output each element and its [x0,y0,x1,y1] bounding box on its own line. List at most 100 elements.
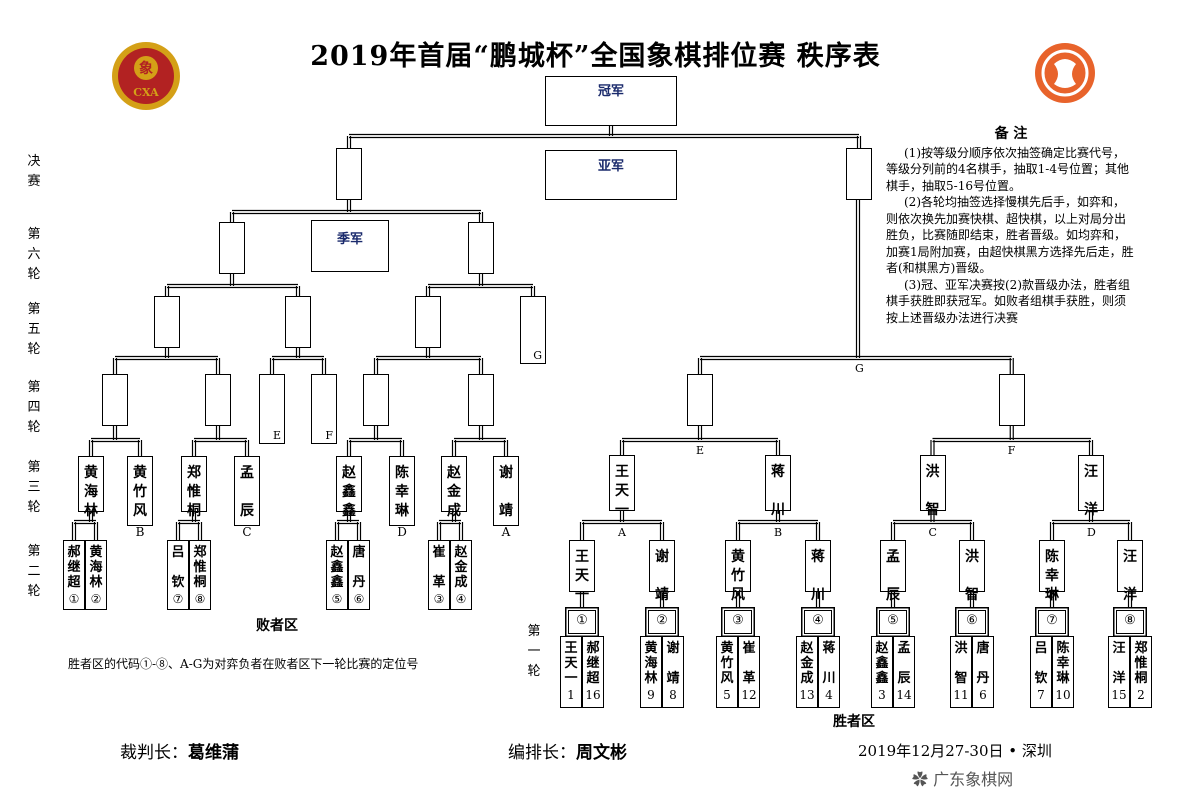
winners-r2-player: 黄竹风 [725,540,751,603]
losers-r5-box [415,296,441,348]
position-code: A [618,526,626,539]
losers-r4-box: E [259,374,285,444]
player-name: 唐丹 [976,641,990,686]
player-name: 谢靖 [666,641,680,686]
position-code: E [272,429,281,442]
winners-r1-player-b: 唐丹 6 [972,636,994,708]
losers-r3-player: 孟辰 C [234,456,260,539]
losers-r4-box [468,374,494,426]
player-name: 孟辰 [240,465,254,519]
player-name: 陈幸琳 [1045,549,1059,603]
losers-r6-box [468,222,494,274]
player-tag: 1 [567,688,575,702]
winners-r2-player: 汪洋 [1117,540,1143,603]
position-code: G [855,362,864,375]
player-name: 谢靖 [499,465,513,519]
player-tag: C [242,525,252,539]
position-code: C [928,526,937,539]
event-date: 2019年12月27-30日 • 深圳 [858,742,1052,760]
referee: 裁判长：葛维蒲 [120,738,239,763]
player-name: 黄竹风 [720,641,734,686]
player-tag: ⑦ [172,592,184,606]
player-name: 吕钦 [1034,641,1048,686]
losers-r6-box [219,222,245,274]
seal-logo [1032,40,1098,106]
winners-r2-player: 谢靖 [649,540,675,603]
player-tag: ⑥ [353,592,365,606]
third-place-label: 季军 [336,232,363,247]
player-tag: 7 [1037,688,1045,702]
winners-r1-seat: ④ [804,610,832,634]
position-code: F [1007,444,1016,457]
player-tag: B [135,525,145,539]
player-tag: 3 [878,688,886,702]
losers-r4-box: F [311,374,337,444]
player-tag: 12 [741,688,757,702]
winners-r3-player: 汪洋 [1078,455,1104,518]
winners-r1-seat: ⑤ [879,610,907,634]
champion-label: 冠军 [597,84,624,99]
final-losers-box [336,148,362,200]
player-name: 赵金成 [454,545,468,590]
player-tag: 8 [669,688,677,702]
third-place-box: 季军 [311,220,389,272]
winners-r3-player: 王天一 [609,455,635,518]
player-name: 孟辰 [886,549,900,603]
player-tag: 6 [979,688,987,702]
player-name: 蒋川 [822,641,836,686]
round1-label: 第一轮 [527,624,541,679]
winners-r3-player: 蒋川 [765,455,791,518]
player-tag: 5 [723,688,731,702]
champion-box: 冠军 [545,76,677,126]
position-code: E [696,444,705,457]
player-tag: D [397,525,407,539]
winners-r2-player: 王天一 [569,540,595,603]
player-name: 蒋川 [771,464,785,518]
player-tag: 13 [799,688,815,702]
player-tag: ③ [433,592,445,606]
player-name: 郑惟桐 [1134,641,1148,686]
losers-r4-box [102,374,128,426]
winners-r2-player: 蒋川 [805,540,831,603]
player-tag: 14 [896,688,912,702]
winners-r1-player-b: 谢靖 8 [662,636,684,708]
losers-r5-box [154,296,180,348]
winners-r1-seat: ⑥ [958,610,986,634]
winners-r1-player-a: 吕钦 7 [1030,636,1052,708]
player-name: 唐丹 [352,545,366,590]
winners-r1-seat: ① [568,610,596,634]
referee-name: 葛维蒲 [188,743,239,763]
player-name: 赵金成 [447,465,461,519]
player-tag: ① [68,592,80,606]
player-tag: ④ [455,592,467,606]
wechat-icon: ✿ [912,770,934,789]
player-name: 洪智 [965,549,979,603]
cxa-logo-text: CXA [133,86,159,99]
player-name: 黄竹风 [731,549,745,603]
losers-r2-player-b: 赵金成 ④ [450,540,472,610]
player-name: 崔革 [742,641,756,686]
winners-r1-seat: ⑦ [1038,610,1066,634]
runner-up-label: 亚军 [597,159,624,174]
player-tag: A [501,525,511,539]
note-item-1: (1)按等级分顺序依次抽签确定比赛代号，等级分列前的4名棋手，抽取1-4号位置；… [886,145,1129,193]
note-item-3: (3)冠、亚军决赛按(2)款晋级办法，胜者组棋手获胜即获冠军。如败者组棋手获胜，… [886,277,1130,325]
player-name: 郝继超 [67,545,81,590]
player-name: 汪洋 [1084,464,1098,518]
player-name: 郑惟桐 [187,465,201,519]
winners-r4-box [998,374,1025,426]
player-name: 黄海林 [89,545,103,590]
player-tag: ⑤ [331,592,343,606]
player-name: 洪智 [925,464,940,518]
